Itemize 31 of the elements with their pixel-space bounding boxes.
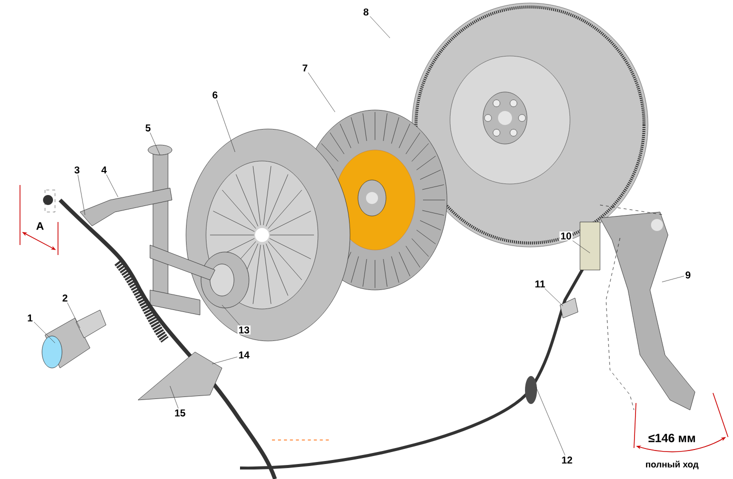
callout-number: 8: [362, 7, 370, 17]
callout-number: 12: [560, 456, 574, 464]
leader-line: [544, 288, 564, 306]
leader-line: [222, 304, 240, 326]
leader-line: [572, 240, 590, 254]
callout-number: 7: [301, 64, 309, 72]
callout-number: 5: [144, 124, 152, 132]
callout-number: 6: [211, 90, 219, 100]
callout-number: 9: [684, 270, 692, 280]
leader-line: [536, 386, 566, 456]
callout-number: 14: [237, 350, 251, 360]
leader-line: [308, 72, 336, 112]
leader-line: [216, 100, 236, 152]
leader-line: [34, 322, 56, 344]
callout-number: 15: [173, 408, 187, 418]
leader-line: [170, 386, 178, 409]
leader-line: [67, 302, 80, 328]
callout-number: 3: [73, 165, 81, 175]
leader-line: [212, 356, 238, 364]
leader-line: [662, 276, 684, 282]
callout-number: 11: [534, 280, 546, 288]
dimension-label: ≤146 мм: [648, 434, 695, 442]
callout-number: 1: [26, 314, 34, 322]
leader-line: [150, 132, 160, 156]
leader-line: [78, 174, 86, 216]
dimension-label: A: [36, 222, 44, 230]
callout-number: 2: [61, 294, 69, 302]
travel-label: полный ход: [646, 460, 698, 470]
leader-line: [370, 16, 390, 38]
callout-number: 4: [100, 166, 108, 174]
leader-line: [106, 174, 118, 198]
